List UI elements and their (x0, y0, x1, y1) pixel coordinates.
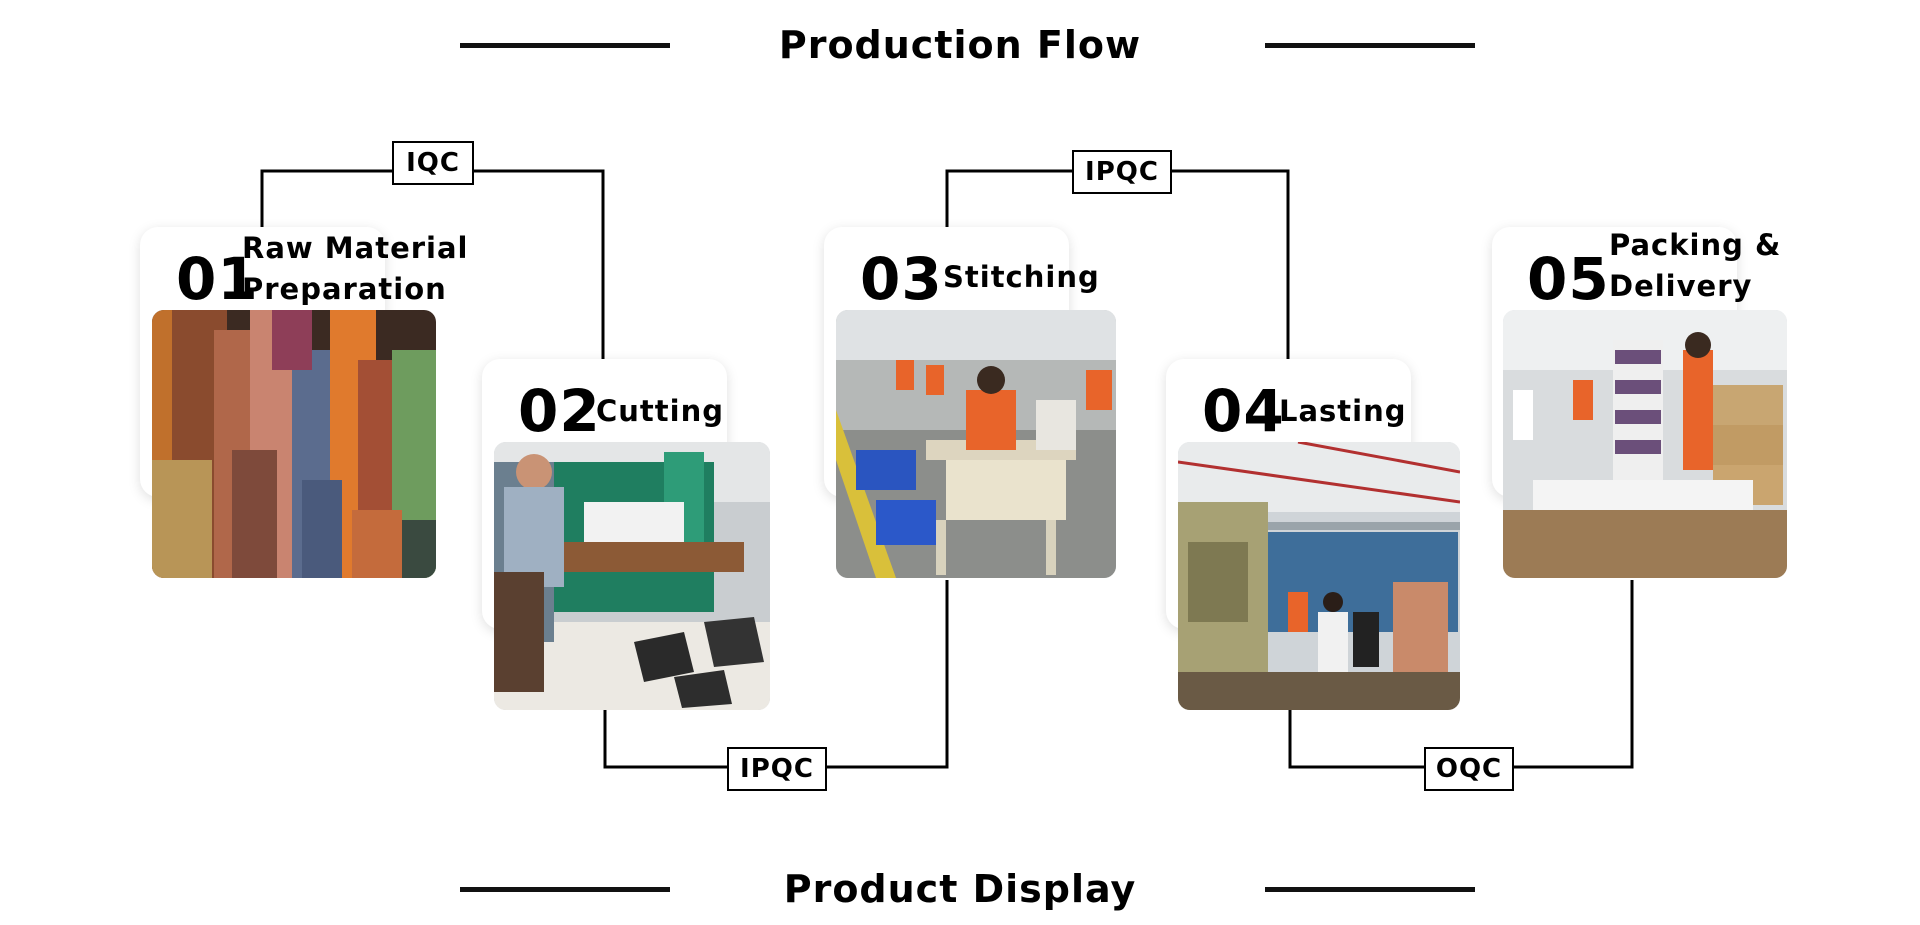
step-number-01: 01 (176, 245, 259, 313)
qc-label-ipqc-top: IPQC (1072, 150, 1172, 194)
leather-rolls-photo (152, 310, 436, 578)
stitching-workshop-photo (836, 310, 1116, 578)
step-number-02: 02 (518, 377, 601, 445)
step-label-02: Cutting (596, 394, 724, 428)
title-rule-left (460, 43, 670, 48)
step-label-05-line1: Packing & (1609, 228, 1782, 262)
step-number-04: 04 (1202, 377, 1285, 445)
step-number-03: 03 (860, 245, 943, 313)
packing-line-photo (1503, 310, 1787, 578)
production-flow-title: Production Flow (778, 23, 1142, 67)
step-label-05-line2: Delivery (1609, 269, 1753, 303)
title-rule-right (1265, 43, 1475, 48)
display-rule-right (1265, 887, 1475, 892)
qc-label-iqc: IQC (392, 141, 474, 185)
step-number-05: 05 (1527, 245, 1610, 313)
cutting-machine-photo (494, 442, 770, 710)
lasting-line-photo (1178, 442, 1460, 710)
display-rule-left (460, 887, 670, 892)
step-label-01-line1: Raw Material (242, 231, 469, 265)
step-label-03: Stitching (943, 260, 1100, 294)
qc-label-ipqc-bottom: IPQC (727, 747, 827, 791)
step-label-04: Lasting (1279, 394, 1407, 428)
step-label-01-line2: Preparation (242, 272, 447, 306)
product-display-title: Product Display (783, 867, 1137, 911)
qc-label-oqc: OQC (1424, 747, 1514, 791)
